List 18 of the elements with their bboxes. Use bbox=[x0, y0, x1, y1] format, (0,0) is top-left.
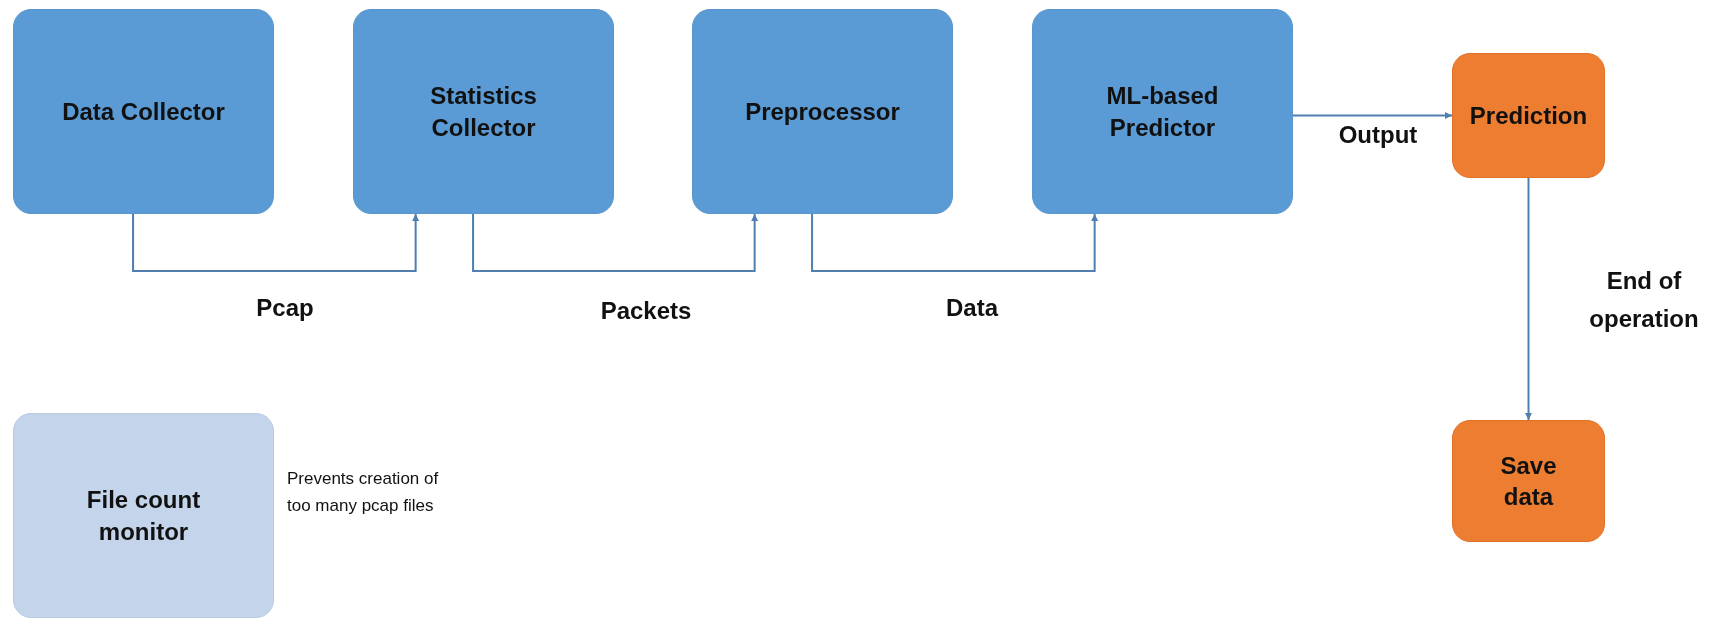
arrow bbox=[811, 213, 1099, 272]
arrow bbox=[472, 213, 759, 272]
result-box: Save data bbox=[1452, 420, 1605, 542]
edge-label: End of operation bbox=[1588, 266, 1700, 335]
note-text: Prevents creation of too many pcap files bbox=[287, 468, 440, 518]
edge-label: Data bbox=[945, 293, 1000, 323]
process-box: Data Collector bbox=[13, 9, 274, 214]
arrow bbox=[1292, 112, 1453, 119]
result-box: Prediction bbox=[1452, 53, 1605, 178]
edge-label: Packets bbox=[599, 296, 693, 326]
arrow bbox=[132, 213, 420, 272]
process-box: ML-based Predictor bbox=[1032, 9, 1293, 214]
edge-label: Pcap bbox=[255, 293, 315, 323]
process-box: Preprocessor bbox=[692, 9, 953, 214]
arrow bbox=[1525, 177, 1532, 421]
process-box: Statistics Collector bbox=[353, 9, 614, 214]
monitor-box: File count monitor bbox=[13, 413, 274, 618]
edge-label: Output bbox=[1337, 120, 1419, 150]
